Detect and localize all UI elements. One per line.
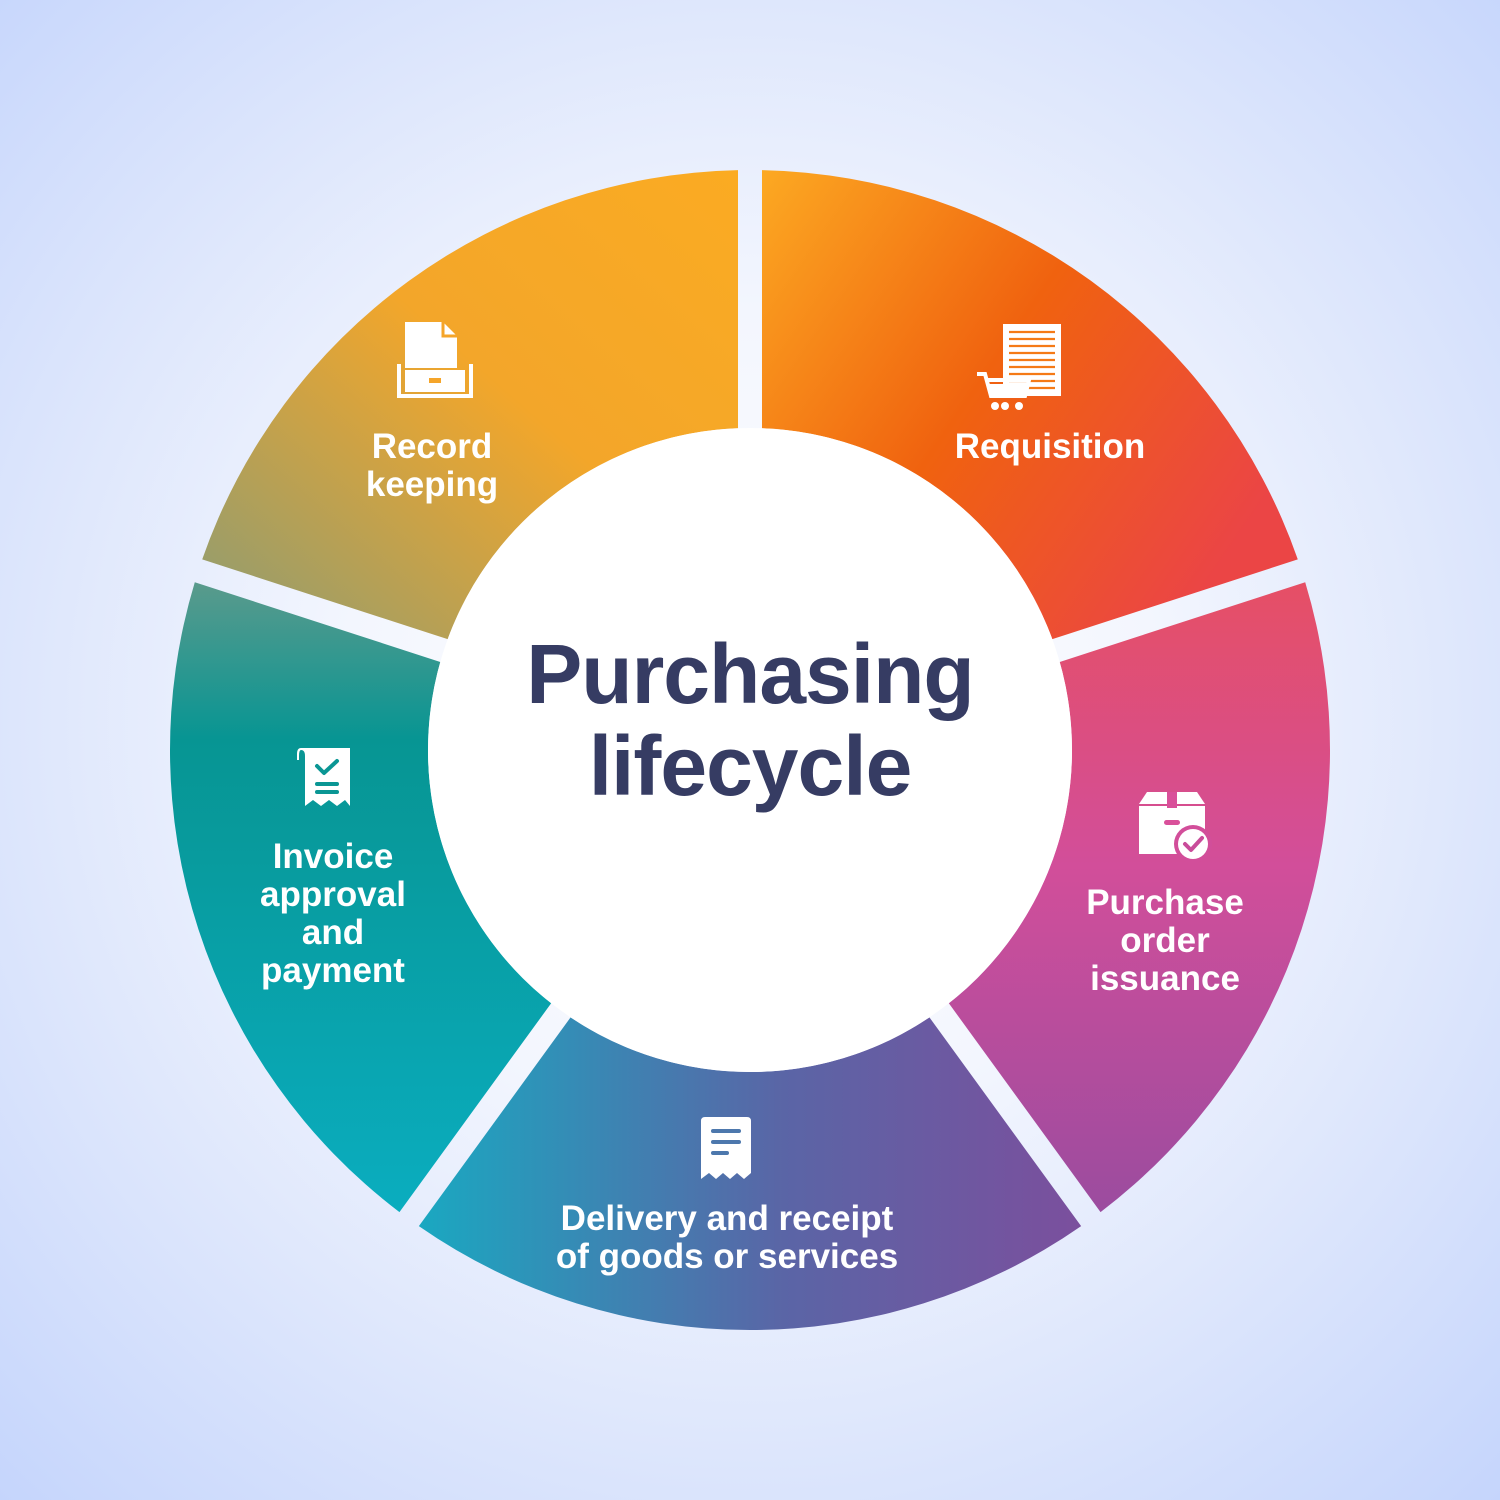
page-title: Purchasing lifecycle [526,627,974,813]
shopping-cart-document-icon [977,324,1061,410]
segment-label-record-keeping: Record keeping [365,427,499,504]
center-circle [428,428,1072,1072]
segment-requisition [761,170,1298,640]
segment-invoice [169,582,552,1213]
invoice-check-icon [297,748,350,806]
segment-label-requisition: Requisition [954,427,1146,466]
segment-label-purchase-order: Purchase order issuance [1086,883,1244,998]
box-check-icon [1139,792,1212,863]
segment-label-invoice: Invoice approval and payment [260,837,406,990]
segment-purchase-order [948,582,1330,1213]
file-drawer-icon [397,322,473,398]
segment-record-keeping [202,170,739,640]
segment-label-delivery: Delivery and receipt of goods or service… [555,1199,899,1276]
receipt-icon [701,1117,751,1179]
